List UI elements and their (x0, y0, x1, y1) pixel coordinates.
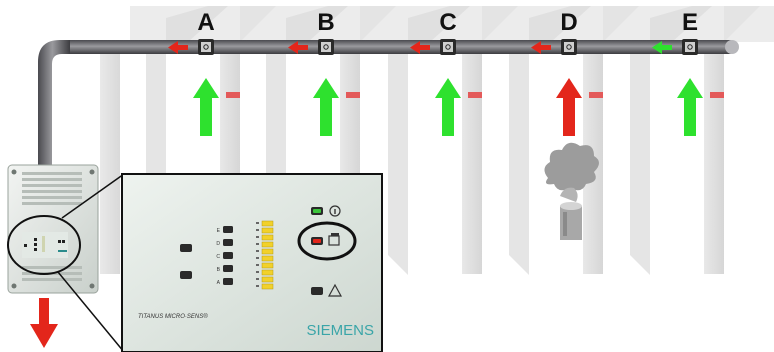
panel-led-left-1 (180, 244, 192, 252)
pipe-horizontal (58, 40, 736, 54)
exhaust-arrow-icon (30, 298, 58, 348)
highlight-circle (297, 221, 357, 261)
zoom-circle (7, 215, 81, 275)
pipe-flow-arrow (176, 45, 188, 50)
bar-segment (261, 262, 274, 269)
warning-triangle-icon (327, 283, 343, 297)
airflow-arrow (200, 96, 212, 136)
zoom-line-top (61, 173, 125, 219)
zone-led (223, 239, 233, 246)
zone-label: C (439, 9, 456, 36)
zone-d: D (531, 9, 603, 136)
bar-segment (261, 234, 274, 241)
wall-panel-front (462, 54, 482, 274)
status-led-fault (311, 287, 323, 295)
zone-b: B (288, 9, 360, 136)
zone-label: E (682, 9, 698, 36)
pipe-flow-arrow (539, 45, 551, 50)
zone-led (223, 226, 233, 233)
wall-panel-rear (388, 6, 470, 275)
zone-led-label: B (217, 267, 221, 273)
bar-segment (261, 283, 274, 290)
zone-led-label: E (217, 228, 221, 234)
bar-segment (261, 227, 274, 234)
zone-c: C (410, 9, 482, 136)
bar-segment (261, 276, 274, 283)
zone-a: A (168, 9, 240, 136)
airflow-arrow (563, 96, 575, 136)
bar-segment (261, 269, 274, 276)
wall-panel-front (704, 54, 724, 274)
bar-segment (261, 220, 274, 227)
zone-label: D (560, 9, 577, 36)
zone-led (223, 252, 233, 259)
pipe-flow-arrow (296, 45, 308, 50)
pipe-flow-arrow (660, 45, 672, 50)
zone-led-label: A (217, 280, 221, 286)
wall-panel-rear (509, 6, 591, 275)
wall-panel-front (100, 54, 120, 274)
wall-panel-top (360, 6, 396, 42)
wall-panel-top (603, 6, 639, 42)
model-label: TITANUS MICRO·SENS® (138, 313, 208, 320)
pipe-elbow (38, 40, 70, 165)
wall-marker (226, 92, 240, 98)
detector-unit (7, 164, 99, 294)
smoke-icon (544, 142, 599, 240)
brand-label: SIEMENS (306, 322, 374, 339)
zone-label: B (317, 9, 334, 36)
bar-segment (261, 255, 274, 262)
wall-panel-top (482, 6, 518, 42)
zones-group: A B C D E (168, 9, 724, 136)
zone-led (223, 278, 233, 285)
wall-panel-top (724, 6, 760, 42)
zoom-line-bottom (57, 271, 125, 352)
zone-e: E (652, 9, 724, 136)
pipe-flow-arrow (418, 45, 430, 50)
airflow-arrow (320, 96, 332, 136)
wall-panel-top (240, 6, 276, 42)
wall-marker (589, 92, 603, 98)
zone-label: A (197, 9, 214, 36)
wall-panel-rear (630, 6, 712, 275)
alarm-level-bar-graph (256, 220, 274, 290)
zone-led-label: D (216, 241, 220, 247)
zone-led-label: C (216, 254, 220, 260)
airflow-arrow (684, 96, 696, 136)
zone-led (223, 265, 233, 272)
fault-icon (328, 233, 340, 246)
bar-segment (261, 241, 274, 248)
airflow-arrow (442, 96, 454, 136)
wall-marker (710, 92, 724, 98)
wall-marker (346, 92, 360, 98)
panel-led-left-2 (180, 271, 192, 279)
info-icon (329, 205, 341, 217)
panel-face (121, 173, 383, 352)
zone-led-column: E D C B A (216, 226, 233, 286)
bar-segment (261, 248, 274, 255)
wall-marker (468, 92, 482, 98)
pipe-end-cap (725, 40, 739, 54)
magnified-control-panel: E D C B A TITANUS MICRO·SENS® SIEMENS (121, 173, 383, 352)
